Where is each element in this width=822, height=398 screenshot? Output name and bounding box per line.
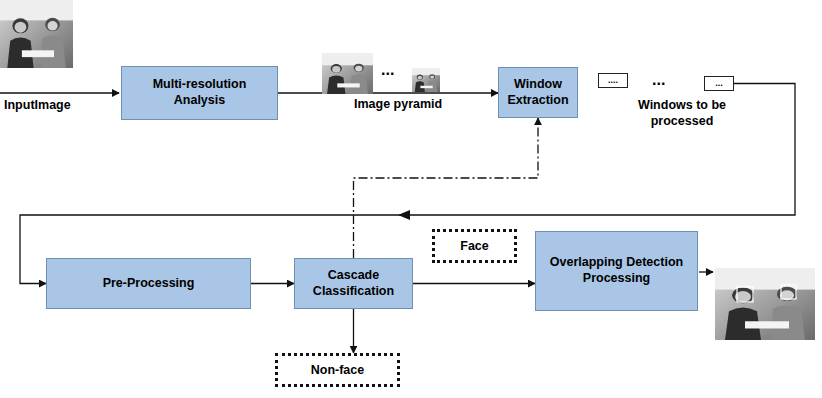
output-arrow [699,271,713,272]
node-text: Overlapping Detection Processing [540,255,693,286]
node-text: Non-face [311,363,364,377]
flow-connector [353,309,354,353]
window-box: .... [598,73,628,88]
ellipsis: ... [652,70,665,90]
text-group: Multi-resolution Analysis [126,77,273,108]
input-photo [0,0,73,68]
pyramid-image [322,53,373,94]
flow-arrowhead [398,210,410,220]
image-caption: Image pyramid [354,97,442,113]
face-marker [781,285,796,299]
node-text: .... [608,76,618,85]
node-text: Face [460,239,489,253]
input-arrow [0,92,119,93]
flow-connector [251,283,294,284]
node-text: Pre-Processing [103,276,195,292]
text-group: Overlapping Detection Processing [540,255,693,286]
node-text: ... [715,79,723,88]
window-box: ... [704,76,734,91]
text-group: .... [608,76,618,85]
process-box: Window Extraction [498,67,578,118]
process-box: Overlapping Detection Processing [535,231,698,311]
face-marker [737,287,753,302]
pyramid-image [412,68,440,92]
process-box: Cascade Classification [294,258,413,309]
process-box: Pre-Processing [46,258,251,309]
text-group: ... [715,79,723,88]
node-text: Multi-resolution Analysis [126,77,273,108]
flow-connector [413,283,535,284]
image-caption: InputImage [4,98,71,114]
process-box: Multi-resolution Analysis [121,66,278,120]
ellipsis: ... [381,60,394,80]
node-text: Window Extraction [503,77,573,108]
text-group: Cascade Classification [299,268,408,299]
text-group: Pre-Processing [103,276,195,292]
text-group: Non-face [311,363,364,377]
result-box: Non-face [275,353,400,387]
flow-connector [278,92,498,93]
output-photo [715,268,815,340]
node-text: Cascade Classification [299,268,408,299]
text-group: Face [460,239,489,253]
image-caption: Windows to be processed [612,98,752,129]
result-box: Face [432,229,517,263]
text-group: Window Extraction [503,77,573,108]
